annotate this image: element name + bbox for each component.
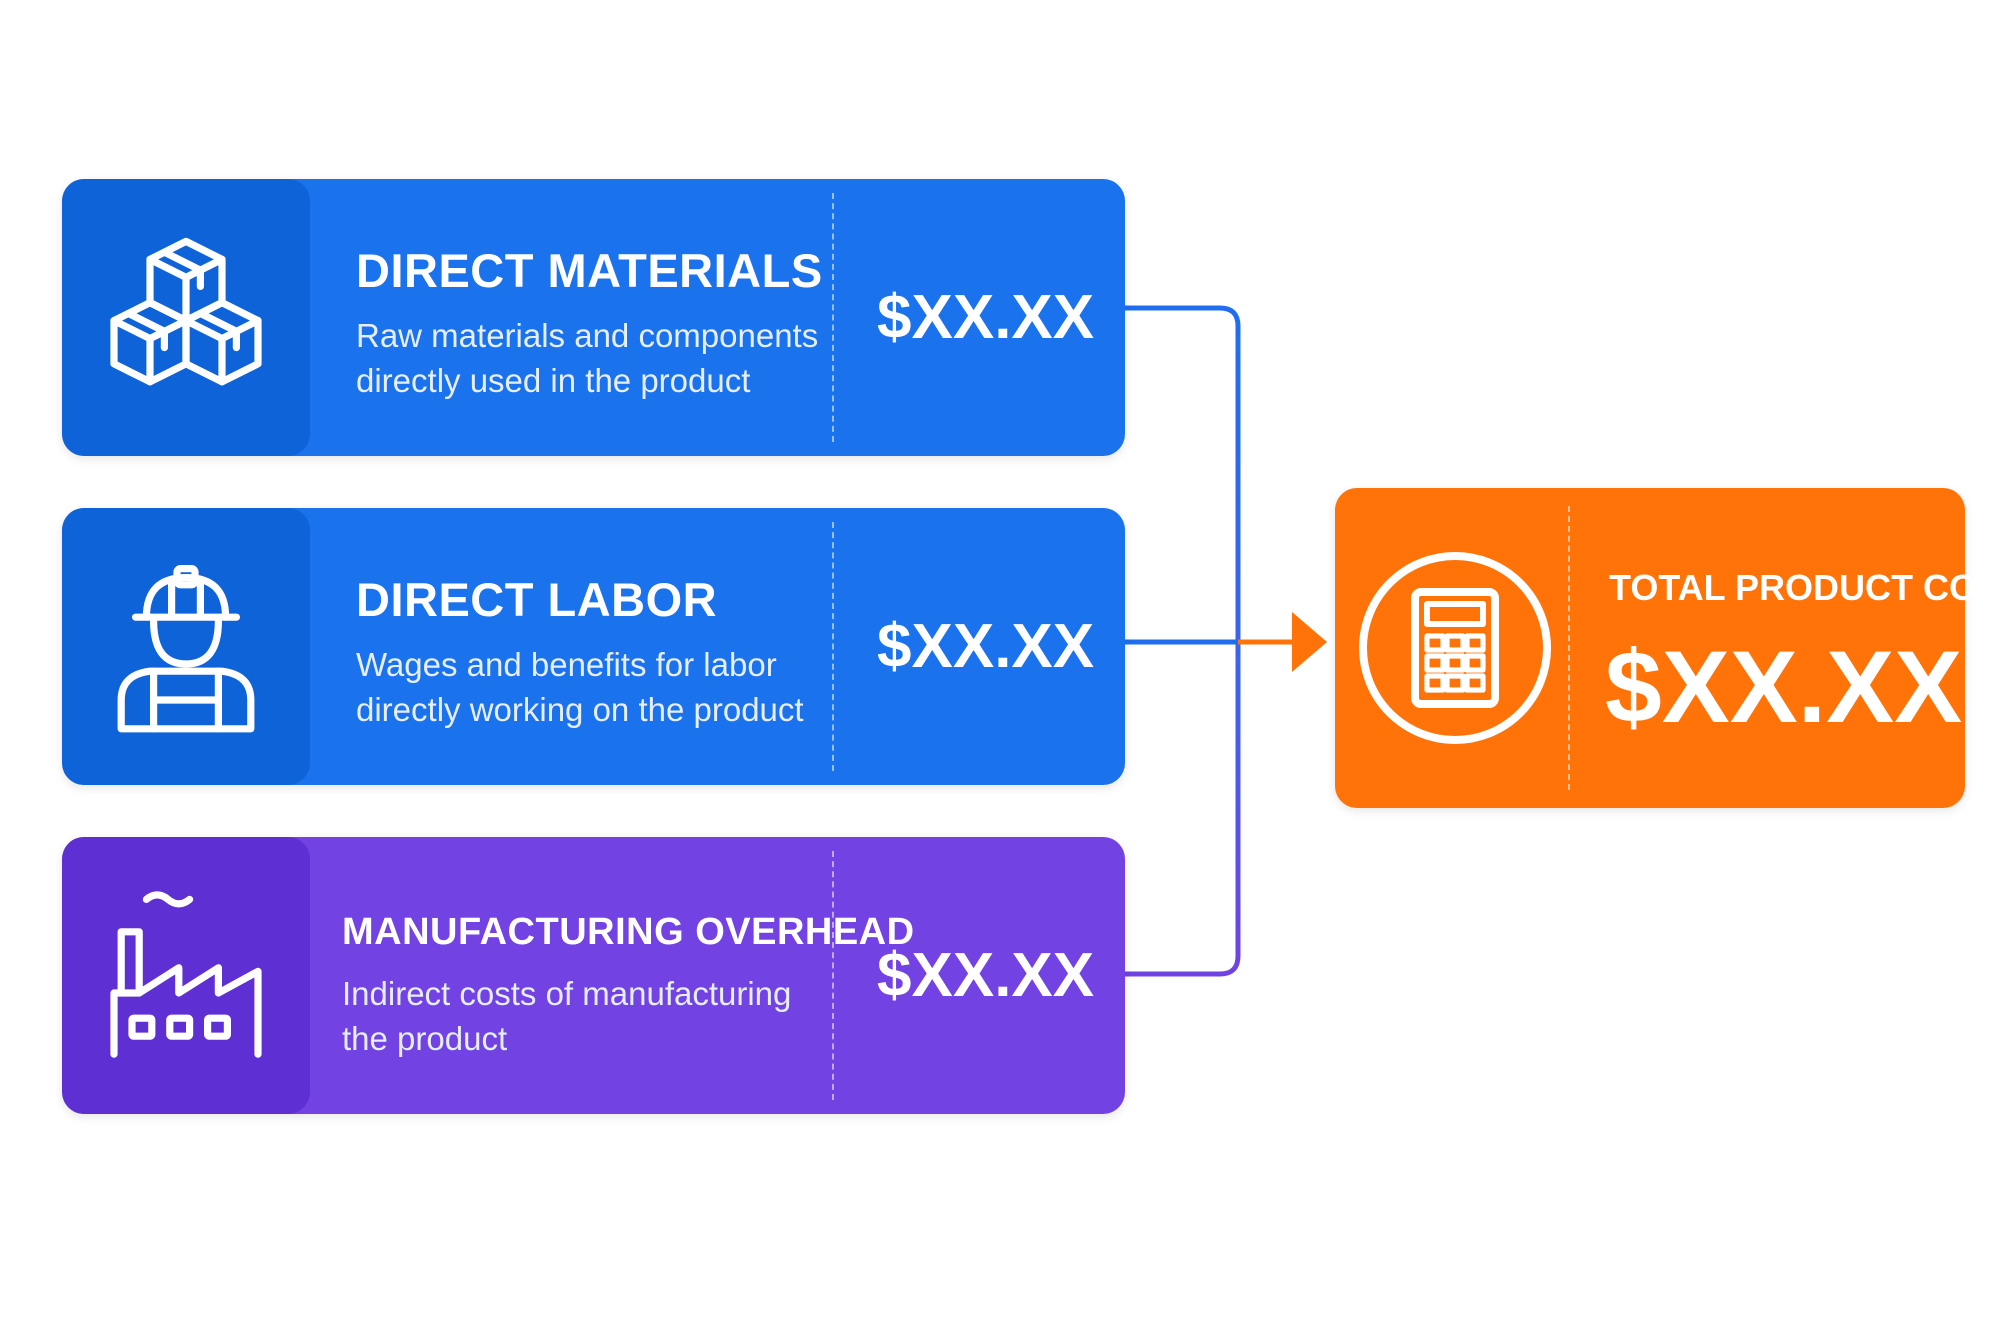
direct-materials-description: Raw materials and components directly us… [356, 317, 819, 399]
manufacturing-overhead-icon-panel [62, 837, 310, 1114]
manufacturing-overhead-description: Indirect costs of manufacturing the prod… [342, 975, 792, 1057]
arrow-head [1292, 612, 1327, 672]
manufacturing-overhead-divider [832, 851, 834, 1100]
total-product-cost-amount: $XX.XX [1605, 630, 1963, 744]
direct-labor-card: DIRECT LABOR Wages and benefits for labo… [62, 508, 1125, 785]
factory-icon [110, 891, 262, 1058]
manufacturing-overhead-title: MANUFACTURING OVERHEAD [342, 911, 915, 953]
direct-labor-divider [832, 522, 834, 771]
calculator-icon [1359, 552, 1551, 744]
total-divider [1568, 506, 1570, 790]
boxes-icon [110, 237, 262, 386]
manufacturing-overhead-card: MANUFACTURING OVERHEAD Indirect costs of… [62, 837, 1125, 1114]
total-product-cost-title: TOTAL PRODUCT COST [1609, 567, 2016, 608]
direct-materials-card: DIRECT MATERIALS Raw materials and compo… [62, 179, 1125, 456]
direct-materials-divider [832, 193, 834, 442]
direct-materials-title: DIRECT MATERIALS [356, 244, 823, 297]
direct-materials-amount: $XX.XX [877, 283, 1095, 352]
connector-materials [1125, 305, 1241, 640]
direct-labor-amount: $XX.XX [877, 612, 1095, 681]
direct-labor-title: DIRECT LABOR [356, 573, 718, 626]
connector-overhead [1125, 640, 1241, 977]
direct-materials-icon-panel [62, 179, 310, 456]
direct-labor-icon-panel [62, 508, 310, 785]
total-product-cost-card: TOTAL PRODUCT COST $XX.XX [1335, 488, 2016, 808]
manufacturing-overhead-amount: $XX.XX [877, 941, 1095, 1010]
worker-icon [117, 565, 255, 733]
direct-labor-description: Wages and benefits for labor directly wo… [356, 646, 804, 728]
